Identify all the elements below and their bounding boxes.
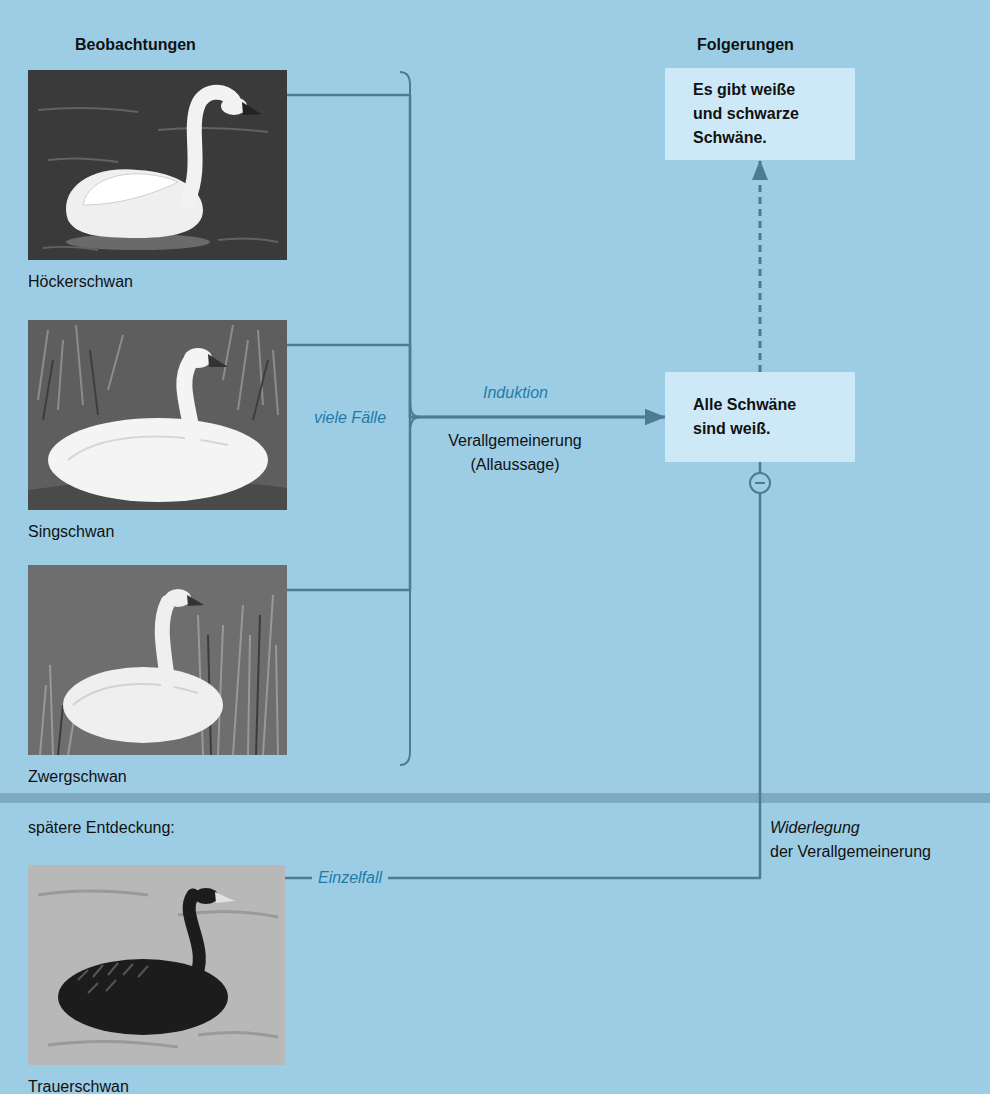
minus-circle [750, 473, 770, 493]
section-note: spätere Entdeckung: [28, 816, 175, 840]
grass-blades [40, 595, 278, 755]
grass-blades-dark [43, 350, 268, 420]
swan-body [48, 418, 268, 502]
swan-head [184, 348, 212, 368]
swan-beak [242, 102, 261, 115]
swan-beak [187, 595, 204, 606]
arrow-note: Verallgemeinerung (Allaussage) [430, 429, 600, 477]
swan-neck [184, 362, 193, 438]
grass-blades [38, 325, 278, 415]
induction-arrow [287, 95, 665, 417]
water [28, 865, 285, 1065]
grass-ground [28, 565, 287, 755]
minus-sign [755, 482, 765, 484]
separator-band [0, 793, 990, 803]
swan-photo: Zwergschwan [28, 565, 287, 755]
swan-head [194, 888, 218, 904]
dashed-arrow [759, 160, 762, 372]
box-text: Alle Schwäne sind weiß. [693, 393, 827, 441]
refutation-note: der Verallgemeinerung [770, 840, 931, 864]
swan-photo: Höckerschwan [28, 70, 287, 260]
swan-photo: Singschwan [28, 320, 287, 510]
photo-caption: Singschwan [28, 522, 114, 542]
edge-label: Induktion [483, 381, 548, 405]
induction-arrow [287, 345, 665, 417]
swan-beak [215, 892, 235, 903]
whooper-swan-photo [28, 320, 287, 510]
generalization-box: Alle Schwäne sind weiß. [665, 372, 855, 462]
swan-wing [73, 684, 198, 705]
photo-caption: Trauerschwan [28, 1077, 129, 1094]
black-swan-photo [28, 865, 285, 1065]
grass-ground [28, 320, 287, 510]
mute-swan-photo [28, 70, 287, 260]
swan-feathers [78, 963, 148, 993]
water [28, 70, 287, 260]
swan-neck [162, 602, 168, 683]
conclusion-box: Es gibt weiße und schwarze Schwäne. [665, 68, 855, 160]
swan-wing [68, 437, 228, 460]
swan-body [63, 667, 223, 743]
swan-head [165, 589, 191, 607]
column-heading: Folgerungen [697, 33, 794, 57]
edge-label: Einzelfall [312, 866, 388, 890]
induction-arrow [287, 417, 665, 590]
swan-neck [189, 895, 199, 983]
swan-beak [208, 354, 228, 367]
refutation-note: Widerlegung [770, 816, 860, 840]
swan-wing [83, 174, 178, 205]
column-heading: Beobachtungen [75, 33, 196, 57]
photo-caption: Zwergschwan [28, 767, 127, 787]
swan-photo: Trauerschwan [28, 865, 285, 1065]
ripples [38, 891, 278, 1047]
bracket-note: viele Fälle [314, 406, 386, 430]
box-text: Es gibt weiße und schwarze Schwäne. [693, 78, 827, 150]
bewick-swan-photo [28, 565, 287, 755]
photo-caption: Höckerschwan [28, 272, 133, 292]
ripples [38, 108, 278, 250]
refutation-line [285, 462, 760, 878]
